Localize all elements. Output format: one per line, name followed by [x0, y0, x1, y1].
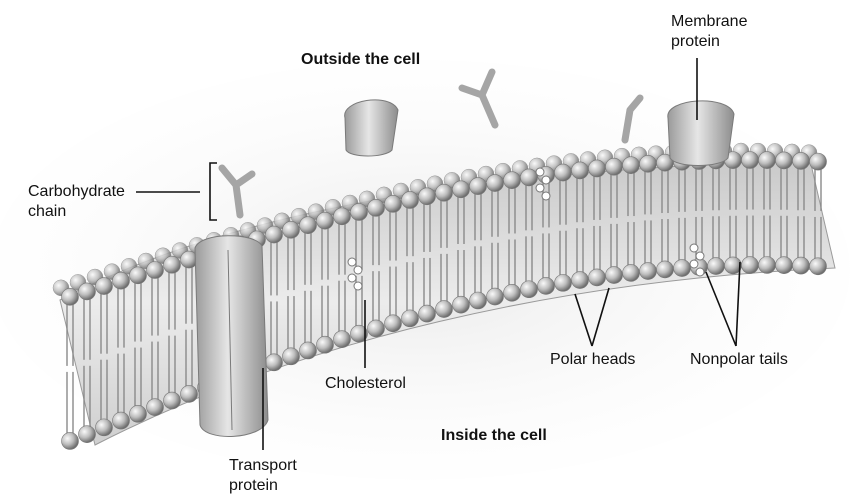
polar-heads-label: Polar heads: [550, 350, 635, 370]
transport-protein-label: Transport protein: [229, 456, 297, 496]
carbohydrate-chain-label-line2: chain: [28, 202, 125, 222]
nonpolar-tails-label: Nonpolar tails: [690, 350, 788, 370]
membrane-protein-label: Membrane protein: [671, 12, 747, 52]
cholesterol-label: Cholesterol: [325, 374, 406, 394]
transport-protein-shape: [195, 236, 268, 437]
outside-cell-heading: Outside the cell: [301, 50, 420, 70]
membrane-protein-label-line2: protein: [671, 32, 747, 52]
carbohydrate-chain-label-line1: Carbohydrate: [28, 182, 125, 202]
transport-protein-label-line2: protein: [229, 476, 297, 496]
transport-protein-label-line1: Transport: [229, 456, 297, 476]
membrane-protein-label-line1: Membrane: [671, 12, 747, 32]
inside-cell-heading: Inside the cell: [441, 426, 547, 446]
carbohydrate-chain-label: Carbohydrate chain: [28, 182, 125, 222]
